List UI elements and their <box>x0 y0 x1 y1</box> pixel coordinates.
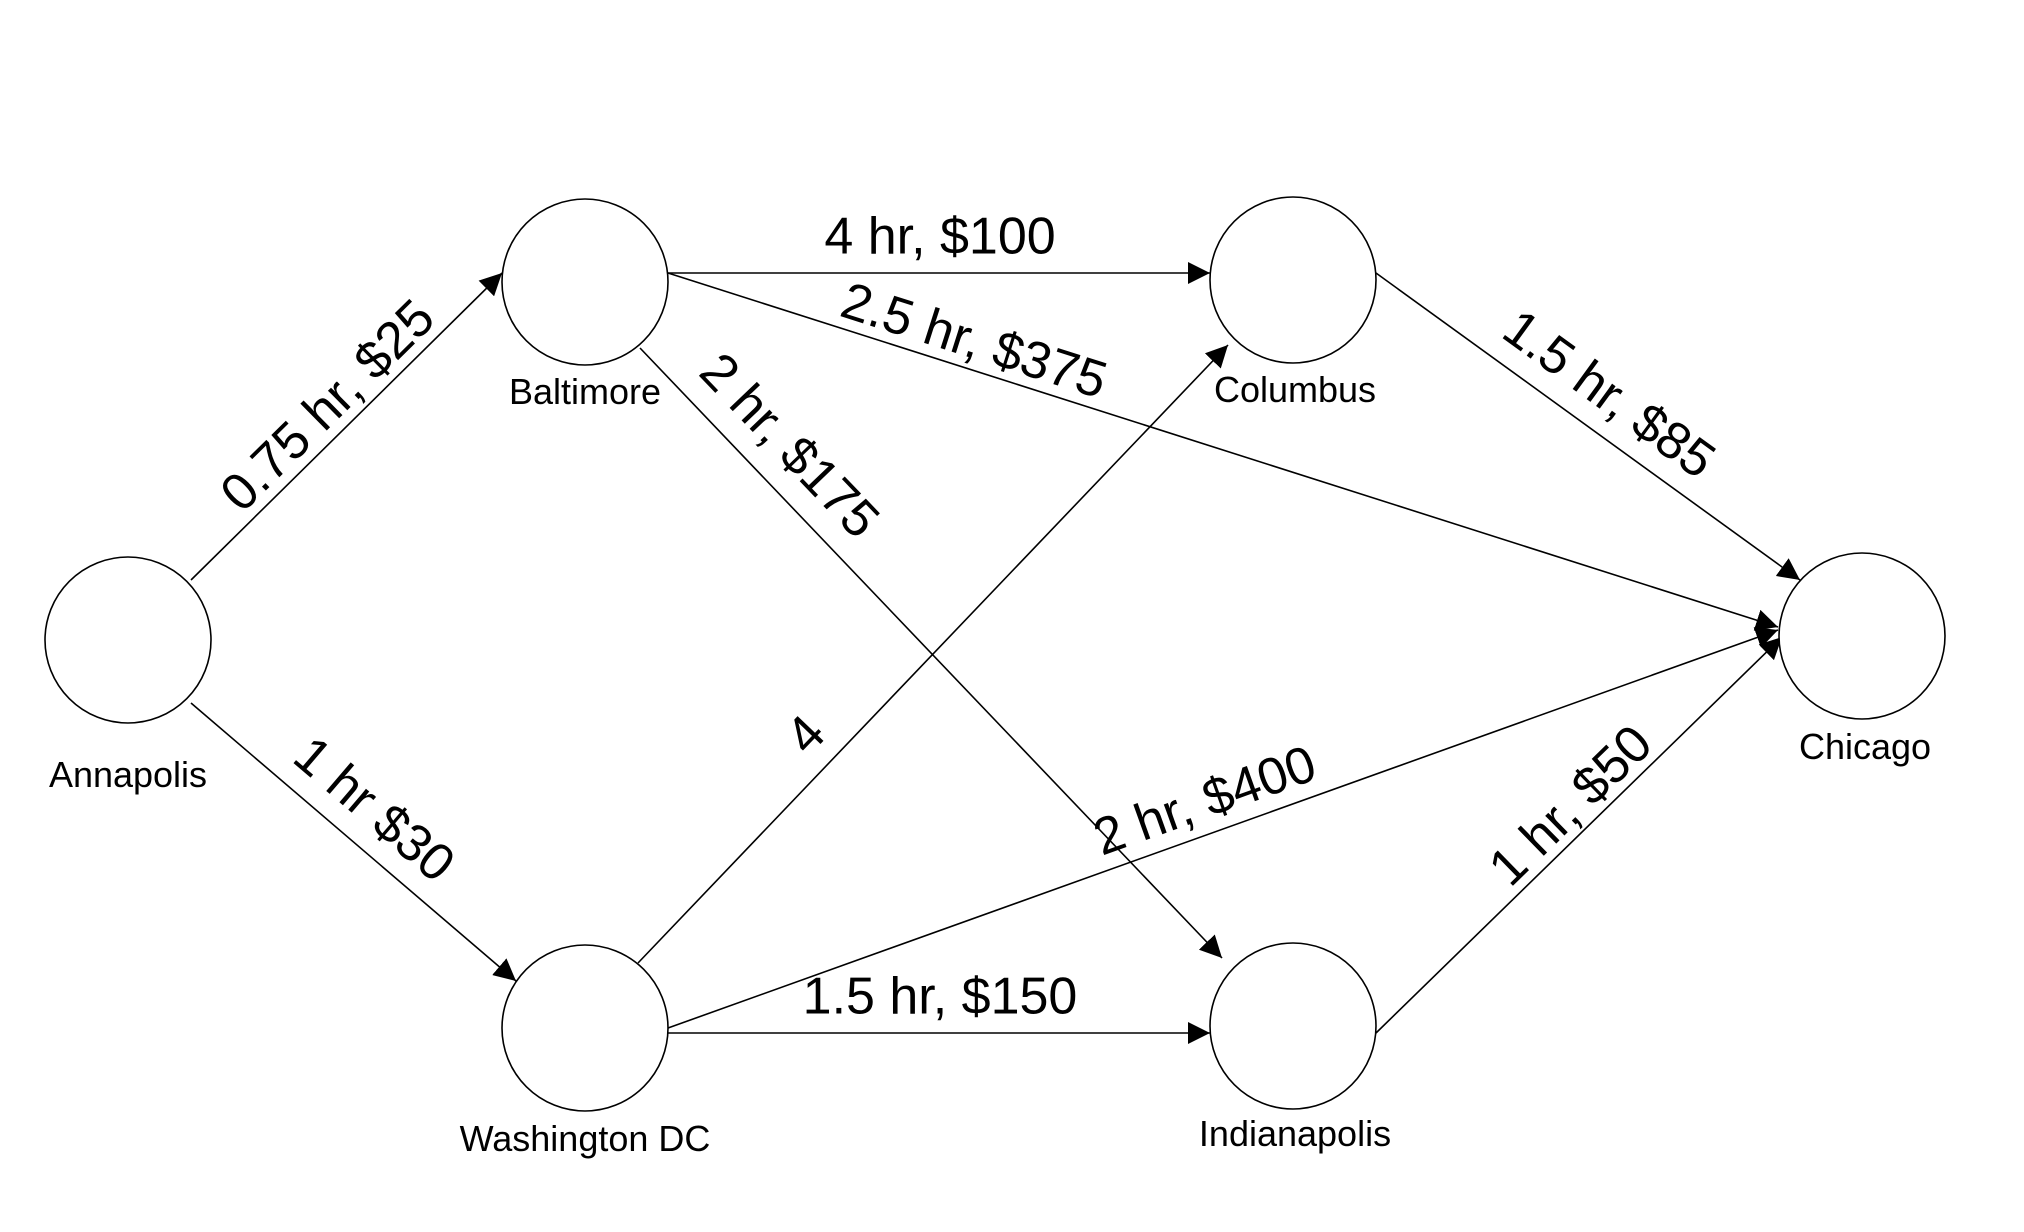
edge-label-baltimore-columbus: 4 hr, $100 <box>824 208 1055 266</box>
node-label-columbus: Columbus <box>1214 369 1376 410</box>
node-columbus[interactable] <box>1209 196 1377 364</box>
edge-label-annapolis-washington: 1 hr $30 <box>283 726 466 894</box>
node-label-indianapolis: Indianapolis <box>1199 1113 1391 1154</box>
edge-labels: 0.75 hr, $25 1 hr $30 4 hr, $100 2.5 hr,… <box>210 208 1726 1026</box>
edge-annapolis-washington <box>190 702 517 982</box>
node-labels: Annapolis Baltimore Washington DC Columb… <box>49 369 1931 1159</box>
edge-indianapolis-chicago <box>1375 636 1783 1034</box>
node-baltimore[interactable] <box>501 198 669 366</box>
edge-baltimore-indianapolis <box>639 347 1223 959</box>
nodes <box>44 196 1946 1112</box>
edge-label-washington-indianapolis: 1.5 hr, $150 <box>803 968 1078 1026</box>
edge-label-annapolis-baltimore: 0.75 hr, $25 <box>210 289 446 523</box>
edges <box>190 262 1801 1044</box>
node-chicago[interactable] <box>1778 552 1946 720</box>
edge-label-indianapolis-chicago: 1 hr, $50 <box>1478 714 1663 897</box>
edge-label-baltimore-indianapolis: 2 hr, $175 <box>688 342 890 549</box>
edge-label-columbus-chicago: 1.5 hr, $85 <box>1492 299 1725 490</box>
node-label-washington-dc: Washington DC <box>460 1118 711 1159</box>
node-label-annapolis: Annapolis <box>49 754 207 795</box>
edge-label-baltimore-chicago: 2.5 hr, $375 <box>834 272 1113 411</box>
edge-baltimore-chicago <box>667 272 1779 631</box>
edge-washington-chicago <box>667 627 1779 1029</box>
edge-label-washington-chicago: 2 hr, $400 <box>1086 735 1323 868</box>
edge-columbus-chicago <box>1375 272 1801 581</box>
node-indianapolis[interactable] <box>1209 942 1377 1110</box>
node-label-chicago: Chicago <box>1799 726 1931 767</box>
node-washington-dc[interactable] <box>501 944 669 1112</box>
edge-washington-columbus <box>637 344 1229 964</box>
edge-label-washington-columbus: 4 <box>775 704 837 765</box>
node-annapolis[interactable] <box>44 556 212 724</box>
edge-annapolis-baltimore <box>190 272 503 581</box>
node-label-baltimore: Baltimore <box>509 371 661 412</box>
